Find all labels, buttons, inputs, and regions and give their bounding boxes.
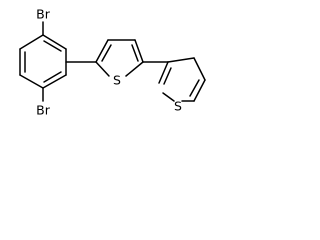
- thiophene-ring-2: [158, 57, 206, 102]
- bond: [19, 34, 44, 50]
- bond: [19, 74, 44, 89]
- bond: [162, 92, 175, 102]
- bond: [167, 57, 195, 63]
- bond: [42, 74, 67, 89]
- bromine-label-top: Br: [36, 7, 51, 22]
- double-bond: [43, 40, 62, 52]
- bromine-label-bottom: Br: [36, 103, 51, 118]
- bond: [95, 61, 110, 77]
- benzene-ring: [19, 34, 67, 89]
- double-bond: [131, 44, 139, 62]
- double-bond: [163, 67, 172, 85]
- bond: [193, 57, 206, 81]
- bond: [158, 61, 169, 84]
- bond: [42, 34, 67, 50]
- sulfur-label-terminal: S: [174, 99, 182, 114]
- molecule-structure: Br Br S S: [19, 7, 206, 118]
- bond: [193, 79, 206, 102]
- bond: [125, 61, 144, 77]
- double-bond: [101, 44, 112, 62]
- double-bond: [189, 79, 200, 97]
- sulfur-label-central: S: [113, 73, 121, 88]
- bond: [134, 39, 144, 63]
- double-bond: [43, 71, 62, 83]
- bond: [95, 39, 109, 63]
- thiophene-ring-1: [95, 39, 144, 77]
